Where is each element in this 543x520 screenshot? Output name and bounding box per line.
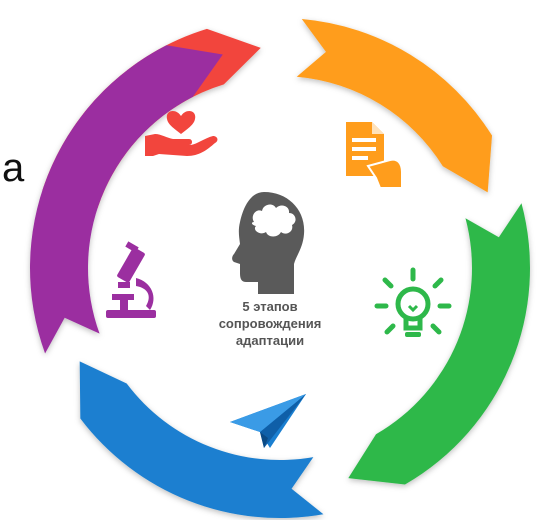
lightbulb-icon — [374, 267, 452, 337]
center-title-line-3: адаптации — [235, 333, 305, 348]
side-text: а — [2, 146, 25, 190]
microscope-icon — [106, 241, 156, 318]
ring-segment-purple — [29, 45, 223, 354]
ring-segment-blue — [79, 361, 324, 519]
center-title-line-2: сопровождения — [218, 316, 322, 331]
heart-hand-icon — [145, 110, 218, 156]
document-icon — [346, 122, 403, 189]
paper-plane-icon — [230, 394, 306, 448]
center-title: 5 этапов сопровождения адаптации — [205, 298, 335, 349]
center-title-line-1: 5 этапов — [242, 299, 298, 314]
ring-segment-green — [348, 203, 530, 485]
head-icon — [232, 192, 305, 294]
ring-segment-orange — [296, 18, 493, 193]
brain-icon — [251, 204, 296, 237]
cycle-ring — [29, 18, 530, 519]
